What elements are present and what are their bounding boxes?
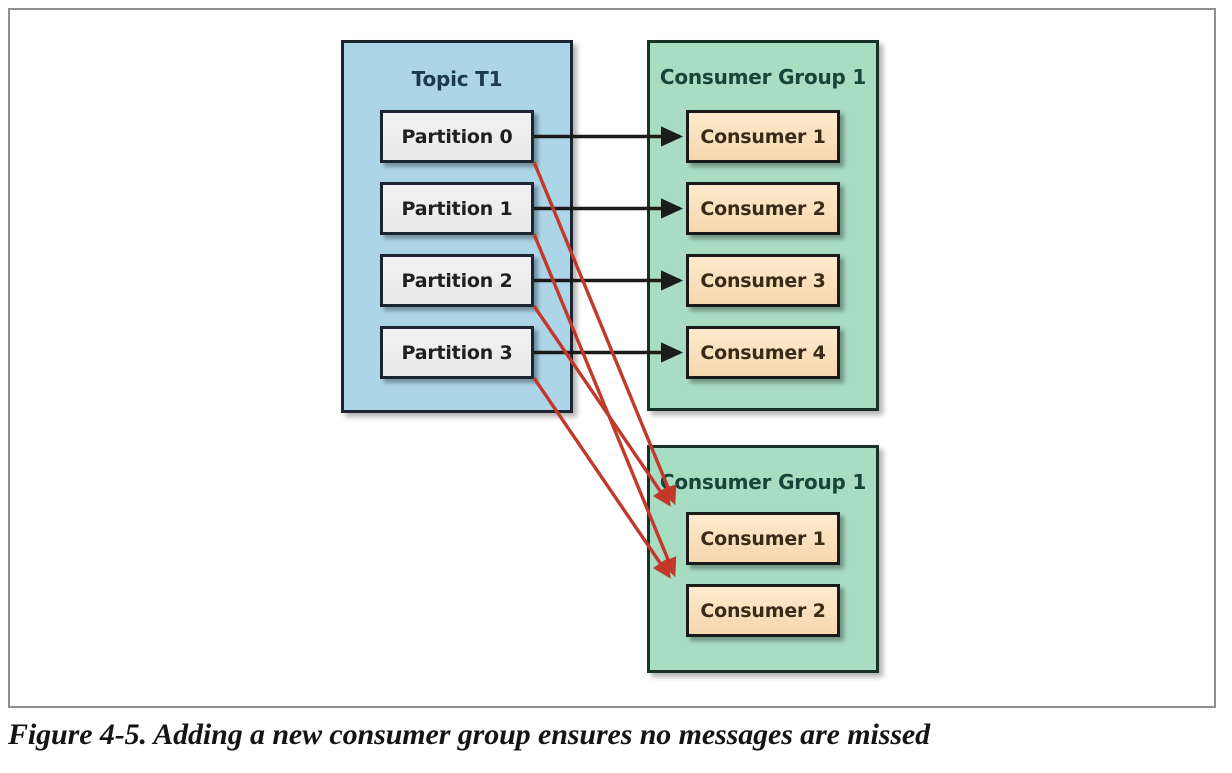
consumer-label-g1-3: Consumer 3	[700, 269, 826, 292]
consumer-box-g2-1[interactable]: Consumer 1	[686, 512, 840, 565]
consumer-box-g2-2[interactable]: Consumer 2	[686, 584, 840, 637]
arrow-layer	[532, 126, 684, 579]
consumer-label-g1-1: Consumer 1	[700, 125, 826, 148]
consumer-label-g1-4: Consumer 4	[700, 341, 826, 364]
partition-label-3: Partition 3	[401, 341, 513, 364]
partition-label-0: Partition 0	[401, 125, 513, 148]
topic-title: Topic T1	[411, 67, 503, 91]
partition-box-2[interactable]: Partition 2	[380, 254, 534, 307]
consumer-label-g1-2: Consumer 2	[700, 197, 826, 220]
consumer-box-g1-3[interactable]: Consumer 3	[686, 254, 840, 307]
consumer-group-title-2: Consumer Group 1	[659, 470, 867, 494]
figure-caption: Figure 4-5. Adding a new consumer group …	[8, 718, 931, 751]
consumer-box-g1-4[interactable]: Consumer 4	[686, 326, 840, 379]
figure-frame: Topic T1 Partition 0 Partition 1 Partiti…	[8, 8, 1216, 708]
consumer-label-g2-2: Consumer 2	[700, 599, 826, 622]
kafka-consumer-group-diagram: Topic T1 Partition 0 Partition 1 Partiti…	[10, 10, 1218, 710]
partition-box-3[interactable]: Partition 3	[380, 326, 534, 379]
consumer-box-g1-2[interactable]: Consumer 2	[686, 182, 840, 235]
consumer-group-title-1: Consumer Group 1	[659, 65, 867, 89]
partition-box-1[interactable]: Partition 1	[380, 182, 534, 235]
partition-label-2: Partition 2	[401, 269, 513, 292]
partition-label-1: Partition 1	[401, 197, 513, 220]
consumer-label-g2-1: Consumer 1	[700, 527, 826, 550]
consumer-box-g1-1[interactable]: Consumer 1	[686, 110, 840, 163]
partition-box-0[interactable]: Partition 0	[380, 110, 534, 163]
